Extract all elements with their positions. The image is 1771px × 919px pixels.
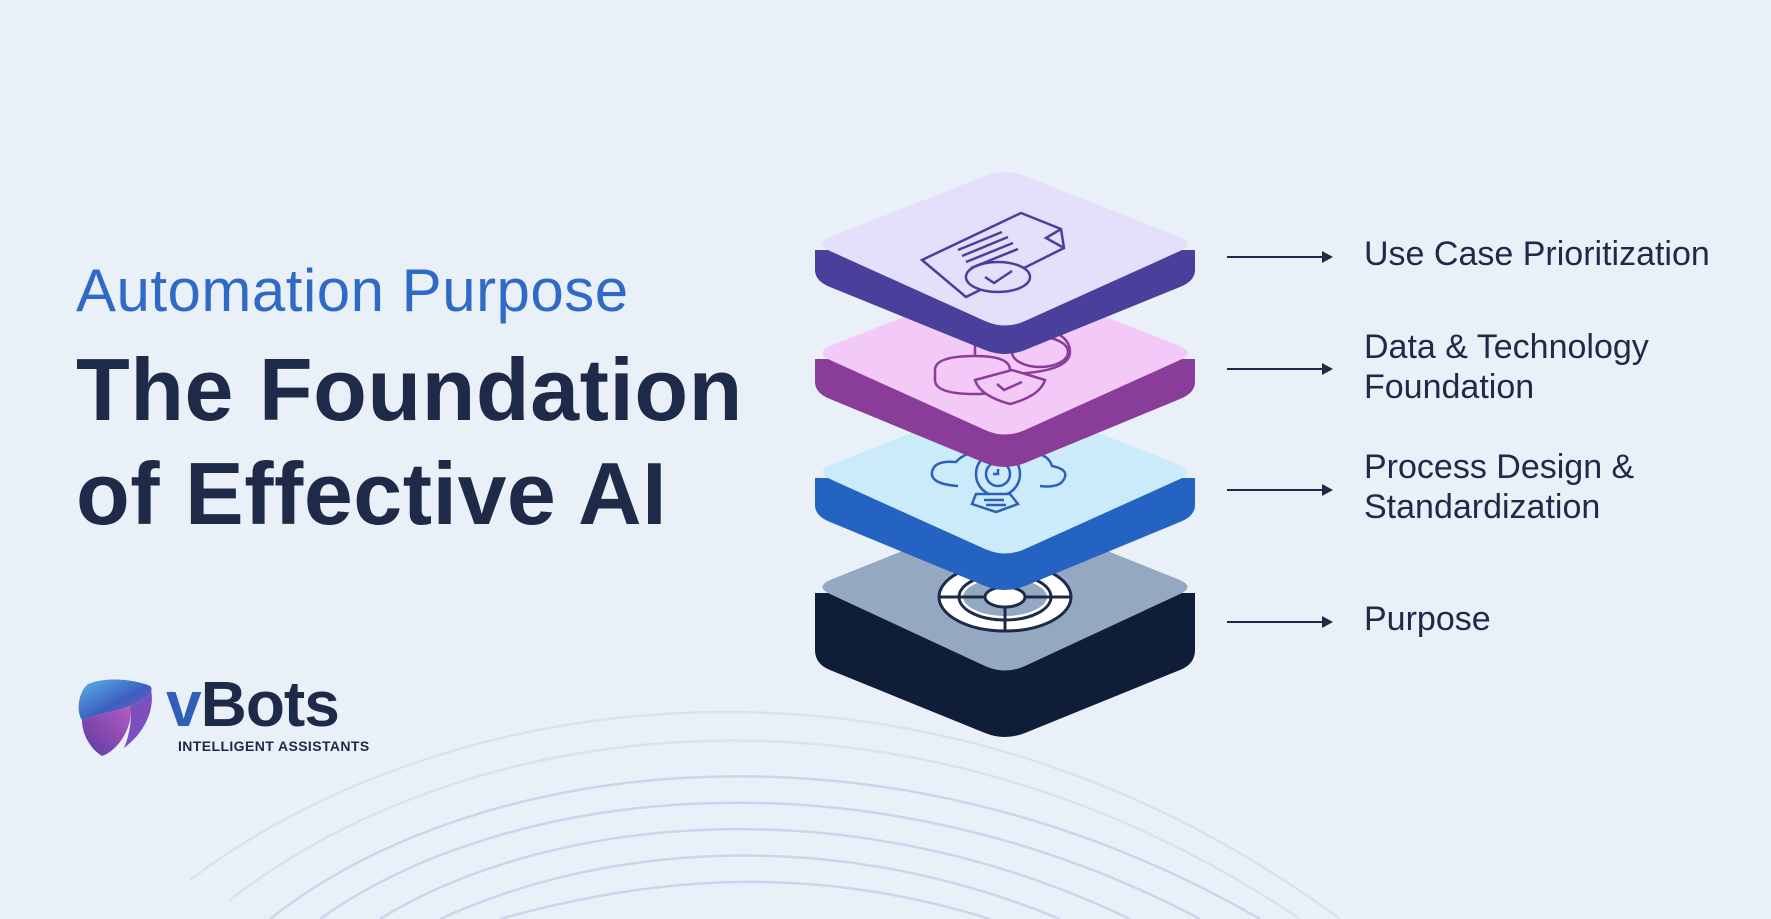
layer-label-use-case: Use Case Prioritization xyxy=(1364,234,1710,274)
layer-label-process-design: Process Design & Standardization xyxy=(1364,447,1634,527)
title-line-2: of Effective AI xyxy=(76,444,668,543)
connector-arrows xyxy=(1227,251,1333,628)
layer-label-line: Data & Technology xyxy=(1364,328,1649,366)
layer-label-purpose: Purpose xyxy=(1364,599,1491,639)
brand-name: vBots xyxy=(166,668,340,740)
layer-process-design xyxy=(815,400,1195,590)
brand-name-v: v xyxy=(166,668,202,740)
document-check-icon xyxy=(919,211,1066,299)
layer-label-line: Standardization xyxy=(1364,488,1601,526)
brand-tagline: INTELLIGENT ASSISTANTS xyxy=(178,738,370,754)
brand-name-rest: Bots xyxy=(200,668,340,740)
title-line-1: The Foundation xyxy=(76,340,743,439)
layer-label-line: Process Design & xyxy=(1364,448,1635,486)
vbots-logo-icon xyxy=(78,679,152,756)
layer-use-case xyxy=(815,172,1195,354)
eyebrow-heading: Automation Purpose xyxy=(76,257,629,324)
page-title: The Foundation of Effective AI xyxy=(76,338,743,546)
layer-label-line: Purpose xyxy=(1364,600,1491,638)
brand-logo: vBots INTELLIGENT ASSISTANTS xyxy=(74,668,374,760)
layer-label-line: Use Case Prioritization xyxy=(1364,235,1710,273)
layer-label-line: Foundation xyxy=(1364,368,1535,406)
layer-label-data-technology: Data & Technology Foundation xyxy=(1364,327,1649,407)
